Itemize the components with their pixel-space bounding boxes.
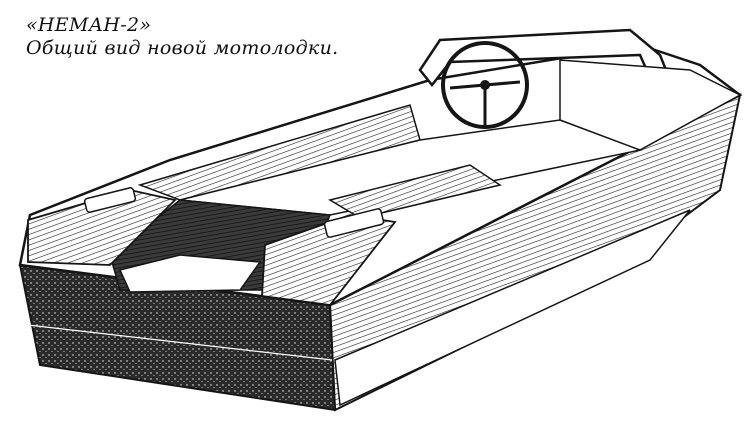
rear-well-floor: [118, 254, 262, 293]
transom-line: [27, 324, 333, 361]
locker-right-lid: [323, 208, 385, 238]
caption: «НЕМАН-2» Общий вид новой мотолодки.: [26, 14, 338, 60]
hull-lower: [334, 209, 691, 407]
steering-wheel: [441, 41, 529, 129]
steering-hub: [480, 80, 490, 90]
caption-title: «НЕМАН-2»: [26, 14, 152, 36]
caption-subtitle: Общий вид новой мотолодки.: [26, 37, 339, 59]
bow-deck: [559, 59, 742, 151]
locker-left-lid: [83, 187, 137, 213]
bench-seat: [328, 164, 502, 219]
